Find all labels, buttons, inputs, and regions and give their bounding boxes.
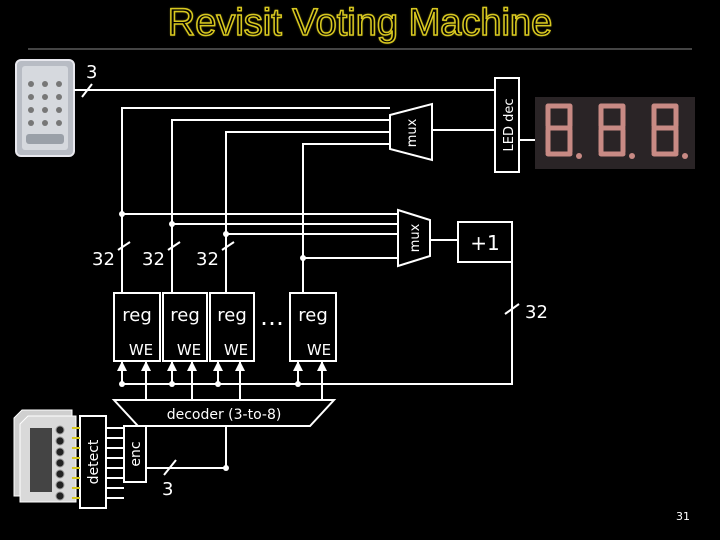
reg-bus-width-3: 32 — [196, 249, 219, 270]
decoder-label: decoder (3-to-8) — [167, 407, 282, 423]
incrementer-box — [457, 221, 513, 263]
register-label: reg — [170, 305, 200, 326]
bus-slash — [221, 241, 235, 251]
register-4: reg WE — [289, 292, 337, 362]
register-label: reg — [122, 305, 152, 326]
bus-slash — [117, 241, 131, 251]
keypad-icon — [15, 59, 75, 157]
encoder-box — [123, 425, 147, 483]
register-label: reg — [298, 305, 328, 326]
mux-top-label: mux — [405, 118, 420, 147]
keypad-bus-width: 3 — [86, 62, 97, 83]
register-output-wires — [121, 107, 398, 293]
junction-dots — [119, 211, 306, 471]
register-1: reg WE — [113, 292, 161, 362]
reg-bus-width-2: 32 — [142, 249, 165, 270]
led-display-icon — [535, 97, 695, 169]
incrementer-feedback — [122, 240, 513, 385]
register-3: reg WE — [209, 292, 255, 362]
led-decoder-label: LED dec — [502, 99, 517, 152]
register-enable: WE — [129, 341, 153, 359]
register-enable: WE — [307, 341, 331, 359]
encoder-bus-width: 3 — [162, 479, 173, 500]
slide-title: Revisit Voting Machine — [167, 1, 553, 45]
register-enable: WE — [177, 341, 201, 359]
sensor-panel-icon — [13, 409, 77, 503]
detect-box — [79, 415, 107, 509]
register-arrowheads — [117, 361, 327, 371]
mux-bottom-label: mux — [408, 223, 423, 252]
incrementer-bus-width: 32 — [525, 302, 548, 323]
bus-slash — [81, 83, 93, 98]
register-enable: WE — [224, 341, 248, 359]
bus-slash — [167, 241, 181, 251]
detect-inputs — [72, 427, 80, 499]
register-input-wires — [121, 361, 323, 400]
register-ellipsis: … — [260, 303, 284, 331]
decoder-box — [111, 399, 337, 427]
bus-slash — [163, 459, 177, 476]
encoder-label: enc — [128, 441, 144, 466]
reg-bus-width-1: 32 — [92, 249, 115, 270]
incrementer-label: +1 — [470, 231, 499, 255]
page-number: 31 — [676, 510, 690, 523]
mux-bottom — [397, 208, 431, 268]
mux-top — [389, 102, 433, 162]
encoder-to-decoder — [146, 426, 227, 469]
register-label: reg — [217, 305, 247, 326]
detect-to-encoder — [106, 427, 124, 499]
detect-label: detect — [86, 439, 102, 484]
bus-slash — [504, 303, 520, 315]
register-2: reg WE — [162, 292, 208, 362]
led-decoder-box — [494, 77, 520, 173]
